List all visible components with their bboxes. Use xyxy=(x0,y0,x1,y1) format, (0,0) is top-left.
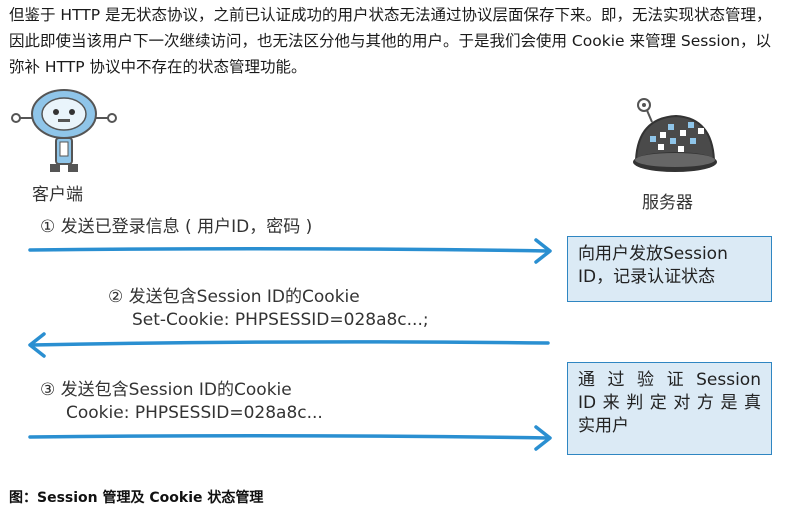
intro-paragraph: 但鉴于 HTTP 是无状态协议，之前已认证成功的用户状态无法通过协议层面保存下来… xyxy=(9,6,772,76)
step-text: Set-Cookie: PHPSESSID=028a8c...; xyxy=(132,310,429,330)
step-3-message: ③ 发送包含Session ID的Cookie Cookie: PHPSESSI… xyxy=(40,379,323,425)
arrowhead-step-3 xyxy=(534,425,552,451)
note-line: 向用户发放Session xyxy=(578,244,728,264)
step-2-message: ② 发送包含Session ID的Cookie Set-Cookie: PHPS… xyxy=(108,286,429,332)
step-text: 发送包含Session ID的Cookie xyxy=(60,380,292,400)
robot-client-icon xyxy=(11,89,117,172)
figure-caption: 图：Session 管理及 Cookie 状态管理 xyxy=(9,490,264,506)
arrowhead-step-2 xyxy=(28,332,46,358)
server-note-1: 向用户发放Session ID，记录认证状态 xyxy=(567,236,772,302)
arrow-step-2 xyxy=(30,340,550,347)
note-line: 通过验证Session xyxy=(578,370,761,390)
server-label: 服务器 xyxy=(642,193,693,213)
step-number: ③ xyxy=(40,380,56,400)
step-text: 发送已登录信息 ( 用户ID，密码 ) xyxy=(60,217,313,237)
step-1-message: ① 发送已登录信息 ( 用户ID，密码 ) xyxy=(40,216,312,239)
note-line: 实用户 xyxy=(578,416,629,436)
arrowhead-step-1 xyxy=(534,238,552,264)
step-number: ① xyxy=(40,217,56,237)
client-label: 客户端 xyxy=(32,185,83,205)
arrow-step-3 xyxy=(28,433,550,440)
server-note-2: 通过验证Session ID来判定对方是真 实用户 xyxy=(567,362,772,455)
step-text: 发送包含Session ID的Cookie xyxy=(128,287,360,307)
arrow-step-1 xyxy=(28,246,550,253)
note-line: ID，记录认证状态 xyxy=(578,267,716,287)
note-line: ID来判定对方是真 xyxy=(578,393,761,413)
step-text: Cookie: PHPSESSID=028a8c... xyxy=(66,403,323,423)
server-machine-icon xyxy=(633,98,717,172)
step-number: ② xyxy=(108,287,124,307)
